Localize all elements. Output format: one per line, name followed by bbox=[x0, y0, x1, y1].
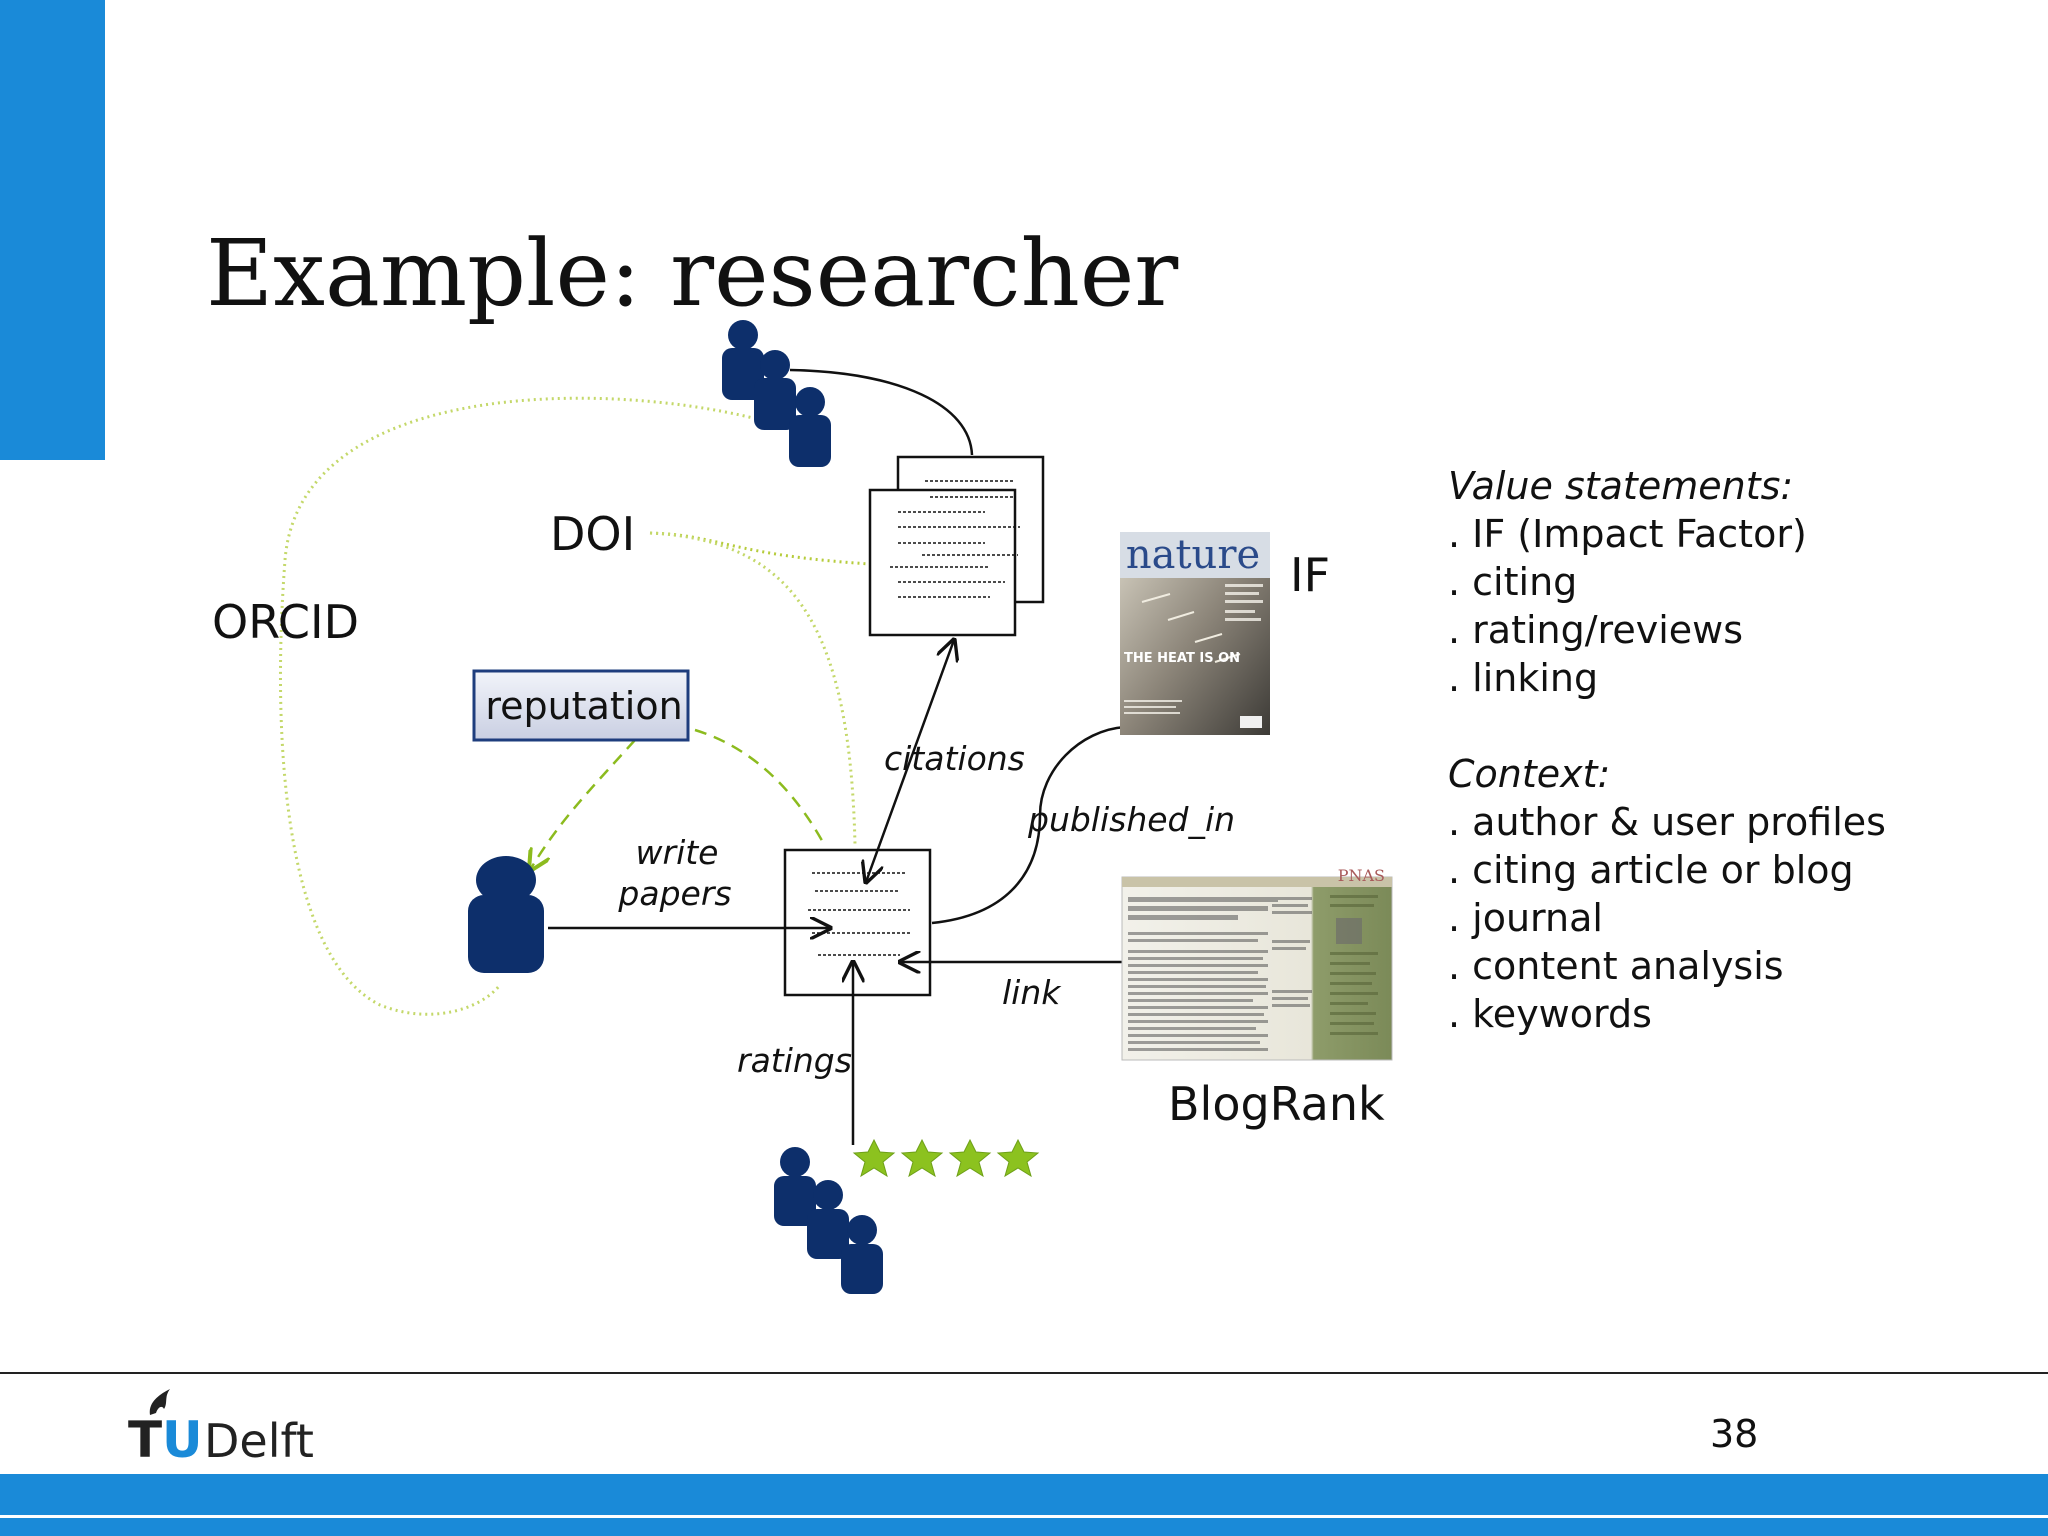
citations-label: citations bbox=[884, 739, 1025, 778]
context-header: Context: bbox=[1448, 752, 1611, 796]
article-to-reputation-dashed bbox=[694, 728, 827, 847]
flame-icon bbox=[149, 1389, 170, 1415]
nature-cover-image: nature THE HEAT IS ON bbox=[1120, 532, 1270, 735]
raters-group-icon bbox=[774, 1147, 883, 1294]
published-in-connector bbox=[931, 725, 1126, 925]
logo-word-delft: Delft bbox=[204, 1414, 314, 1465]
value-statements-header: Value statements: bbox=[1448, 464, 1794, 508]
spacer bbox=[1448, 702, 1886, 750]
pnas-masthead: PNAS bbox=[1338, 866, 1385, 885]
nature-cover-line: THE HEAT IS ON bbox=[1124, 651, 1240, 666]
write-label-line1: write bbox=[636, 833, 719, 872]
cited-papers-icon bbox=[868, 455, 1045, 637]
logo-letter-t: T bbox=[128, 1411, 162, 1465]
impact-factor-label: IF bbox=[1290, 548, 1330, 602]
citers-to-paper-curve bbox=[789, 368, 974, 456]
article-icon bbox=[783, 848, 932, 997]
citers-group-icon bbox=[722, 320, 831, 467]
context-item: . keywords bbox=[1448, 992, 1652, 1036]
bottom-bar-stripe bbox=[0, 1515, 2048, 1518]
reputation-box bbox=[472, 669, 690, 742]
doi-to-paper-connector bbox=[649, 531, 871, 566]
nature-masthead: nature bbox=[1126, 532, 1260, 578]
published-in-label: published_in bbox=[1027, 800, 1235, 839]
slide-title: Example: researcher bbox=[206, 220, 1179, 327]
blogrank-label: BlogRank bbox=[1168, 1077, 1385, 1131]
doi-label: DOI bbox=[550, 507, 635, 561]
value-statement-item: . rating/reviews bbox=[1448, 608, 1744, 652]
value-statement-item: . citing bbox=[1448, 560, 1578, 604]
value-statement-item: . linking bbox=[1448, 656, 1599, 700]
orcid-label: ORCID bbox=[212, 595, 359, 649]
value-statements-panel: Value statements: . IF (Impact Factor) .… bbox=[1448, 462, 1886, 1038]
reputation-to-author-arrow bbox=[530, 739, 636, 870]
citations-arrow bbox=[866, 640, 954, 882]
footer-divider bbox=[0, 1372, 2048, 1374]
rating-stars bbox=[852, 1138, 1040, 1178]
star-icon bbox=[852, 1138, 896, 1178]
ratings-label: ratings bbox=[737, 1041, 852, 1080]
context-item: . content analysis bbox=[1448, 944, 1784, 988]
blue-side-bar bbox=[0, 0, 105, 460]
tudelft-logo: T U Delft bbox=[128, 1389, 314, 1465]
star-icon bbox=[900, 1138, 944, 1178]
author-person-icon bbox=[468, 856, 544, 973]
logo-letter-u: U bbox=[162, 1411, 203, 1465]
link-label: link bbox=[1002, 973, 1062, 1012]
page-number: 38 bbox=[1710, 1412, 1759, 1456]
star-icon bbox=[948, 1138, 992, 1178]
blue-bottom-bar bbox=[0, 1474, 2048, 1536]
context-item: . author & user profiles bbox=[1448, 800, 1886, 844]
star-icon bbox=[996, 1138, 1040, 1178]
context-item: . citing article or blog bbox=[1448, 848, 1854, 892]
context-item: . journal bbox=[1448, 896, 1603, 940]
reputation-label: reputation bbox=[485, 684, 682, 728]
write-label-line2: papers bbox=[617, 874, 731, 913]
pnas-article-image: PNAS bbox=[1121, 866, 1393, 1061]
value-statement-item: . IF (Impact Factor) bbox=[1448, 512, 1807, 556]
